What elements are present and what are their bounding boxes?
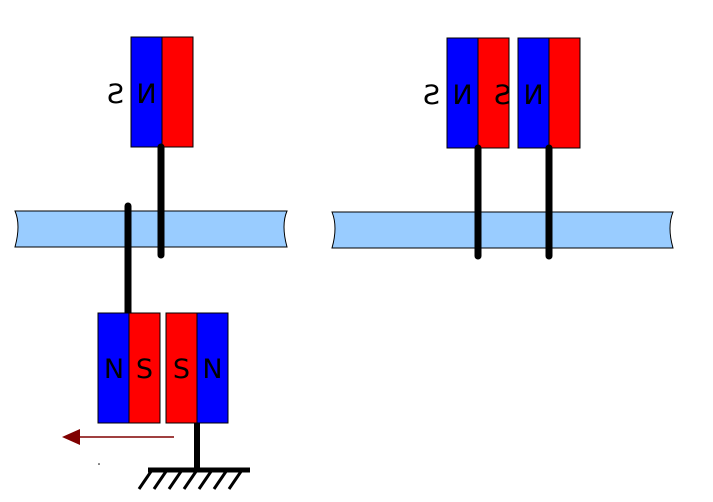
north-label: N [136,79,156,110]
left-rail [14,210,288,248]
south-pole [161,36,194,148]
left-top-magnet: N S [107,36,194,148]
left-bottom-magnet-2: S N [165,312,229,424]
south-label: S [494,80,511,111]
south-label: S [423,80,440,111]
north-label: N [452,80,472,111]
south-label: S [173,354,190,385]
right-rail [331,211,674,249]
stray-dot [98,463,100,465]
north-pole [97,312,130,424]
left-arrow-icon [62,429,174,445]
north-label: N [523,80,543,111]
north-label: N [104,354,124,385]
north-label: N [202,354,222,385]
south-pole [128,312,161,424]
right-magnet-2: N S [494,37,581,149]
south-label: S [136,354,153,385]
south-label: S [107,79,124,110]
right-magnet-1: N S [423,37,510,149]
south-pole [477,37,510,149]
south-pole [548,37,581,149]
north-pole [517,37,550,149]
north-pole [130,36,163,148]
ground-hatch-icon [137,467,250,490]
south-pole [165,312,198,424]
north-pole [196,312,229,424]
left-bottom-magnet-1: N S [97,312,161,424]
